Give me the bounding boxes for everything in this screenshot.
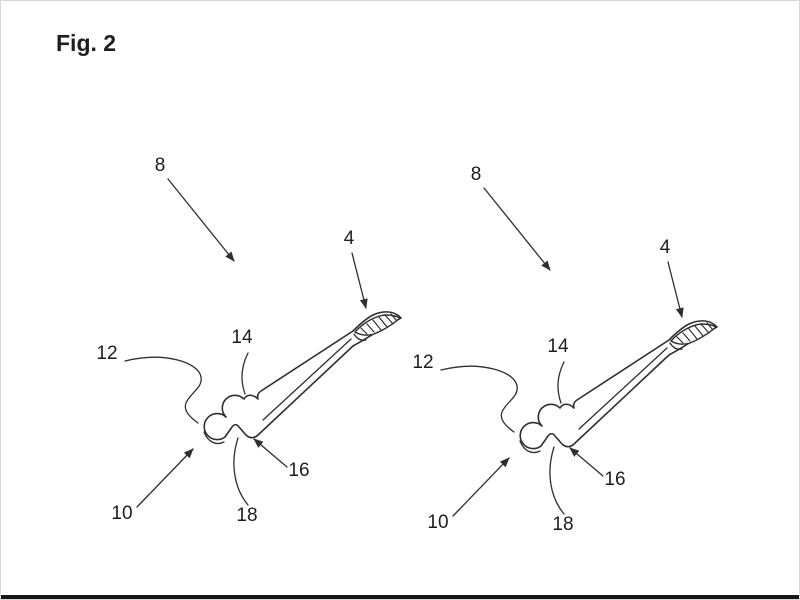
ref-label-10: 10 xyxy=(111,503,132,524)
ref-label-8: 8 xyxy=(471,164,482,185)
ref-label-12: 12 xyxy=(412,352,433,373)
ref-label-16: 16 xyxy=(604,469,625,490)
ref-label-14: 14 xyxy=(231,327,253,348)
ref-label-4: 4 xyxy=(660,237,671,258)
ref-label-18: 18 xyxy=(552,514,573,535)
ref-label-10: 10 xyxy=(427,512,448,533)
scan-edge-bottom xyxy=(1,595,799,599)
ref-label-16: 16 xyxy=(288,460,309,481)
ref-label-12: 12 xyxy=(96,343,117,364)
ref-label-14: 14 xyxy=(547,336,569,357)
ref-label-18: 18 xyxy=(236,505,257,526)
part-view-left: 8 4 12 14 16 18 10 xyxy=(96,155,401,526)
figure-title: Fig. 2 xyxy=(56,30,116,56)
part-view-right: 8 4 12 14 16 18 10 xyxy=(412,164,717,535)
ref-label-8: 8 xyxy=(155,155,166,176)
ref-label-4: 4 xyxy=(344,228,355,249)
